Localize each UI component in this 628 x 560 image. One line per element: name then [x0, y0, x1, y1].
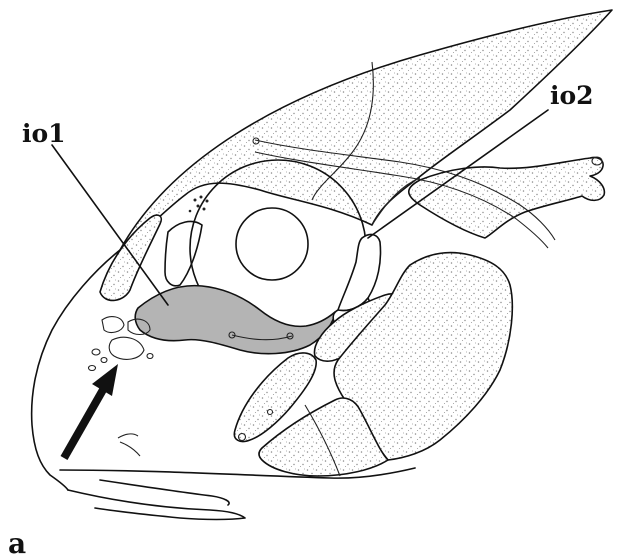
- io1-label: io1: [22, 119, 66, 148]
- nasal-bone: [100, 215, 161, 300]
- lower-jaw: [68, 490, 245, 520]
- skull-roof-bone: [120, 10, 612, 250]
- lens: [236, 208, 308, 280]
- cheek-scribble: [118, 434, 140, 456]
- io2-label: io2: [550, 81, 594, 110]
- lateral-ethmoid: [165, 221, 202, 285]
- infraorbital-1-bone: [135, 286, 335, 354]
- panel-label: a: [8, 527, 26, 560]
- arrow: [64, 364, 118, 458]
